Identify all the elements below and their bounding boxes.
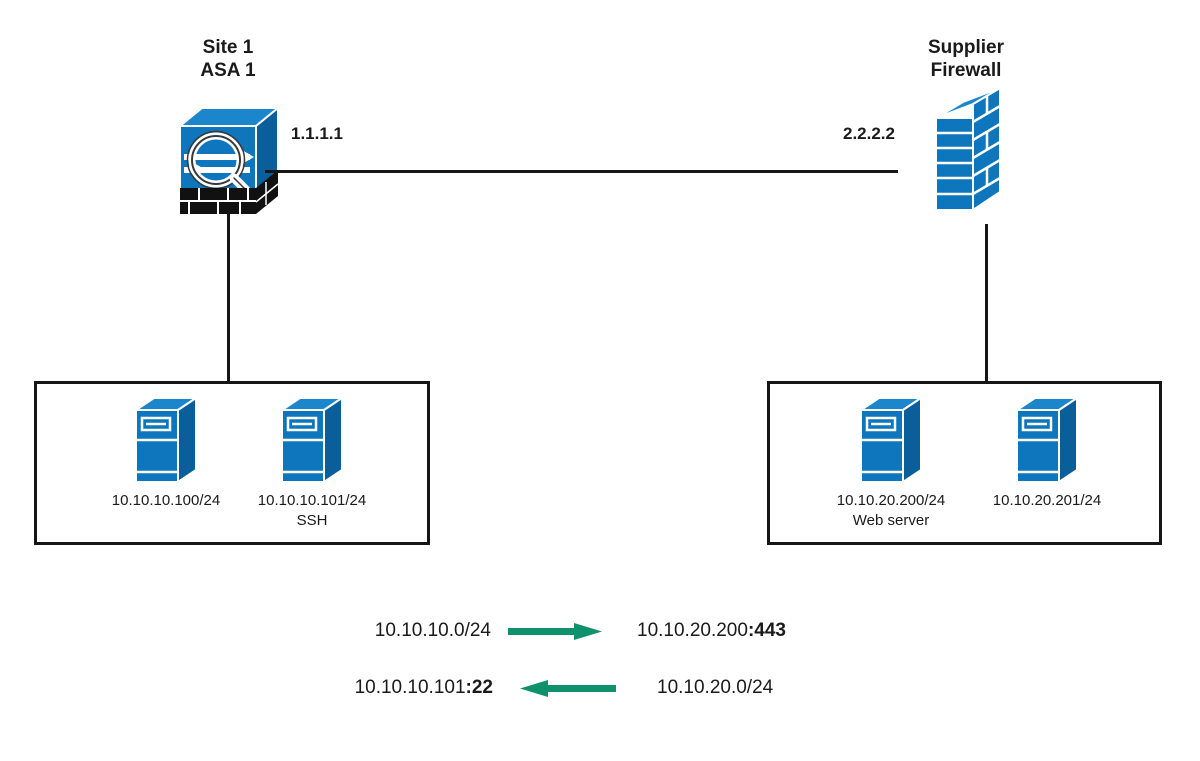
asa-title-line1: Site 1 <box>202 37 254 58</box>
server-icon[interactable] <box>857 396 925 488</box>
supplier-to-right-lan-link <box>985 224 988 382</box>
flow-2-destination-ip: 10.10.20.0/24 <box>657 677 774 698</box>
flow-1-destination-port: :443 <box>747 620 786 641</box>
flow-2-source: 10.10.10.101:22 <box>338 678 493 697</box>
left-host-2-ip: 10.10.10.101/24 <box>257 492 367 509</box>
flow-2-arrow-left-icon <box>510 679 616 699</box>
wan-link-line <box>265 170 898 173</box>
right-host-2-label: 10.10.20.201/24 <box>927 491 1167 511</box>
left-host-2-role: SSH <box>296 511 328 529</box>
asa-wan-ip-label: 1.1.1.1 <box>291 124 343 143</box>
flow-1-destination: 10.10.20.200:443 <box>637 621 786 640</box>
supplier-title-line1: Supplier <box>927 37 1004 58</box>
right-host-1-ip: 10.10.20.200/24 <box>836 492 946 509</box>
asa-title-line2: ASA 1 <box>200 60 256 82</box>
server-icon[interactable] <box>1013 396 1081 488</box>
supplier-node-title: Supplier Firewall <box>886 36 1046 82</box>
supplier-title-line2: Firewall <box>930 60 1002 82</box>
brick-wall-firewall-icon[interactable] <box>920 86 1006 232</box>
flow-2-source-port: :22 <box>465 677 493 698</box>
cisco-asa-firewall-icon[interactable] <box>176 104 282 218</box>
left-lan-boundary <box>34 381 430 545</box>
supplier-wan-ip-label: 2.2.2.2 <box>843 124 895 143</box>
server-icon[interactable] <box>132 396 200 488</box>
flow-2-destination: 10.10.20.0/24 <box>657 678 773 697</box>
right-lan-boundary <box>767 381 1162 545</box>
left-host-2-label: 10.10.10.101/24 SSH <box>192 491 432 530</box>
left-host-1-label: 10.10.10.100/24 <box>46 491 286 511</box>
left-host-1-ip: 10.10.10.100/24 <box>111 492 221 509</box>
asa-node-title: Site 1 ASA 1 <box>148 36 308 82</box>
flow-1-source: 10.10.10.0/24 <box>371 621 491 640</box>
server-icon[interactable] <box>278 396 346 488</box>
asa-to-left-lan-link <box>227 210 230 382</box>
flow-1-source-ip: 10.10.10.0/24 <box>374 620 491 641</box>
right-host-1-role: Web server <box>852 511 930 529</box>
right-host-2-ip: 10.10.20.201/24 <box>992 492 1102 509</box>
flow-1-arrow-right-icon <box>508 622 604 642</box>
flow-1-destination-ip: 10.10.20.200 <box>637 620 748 641</box>
flow-2-source-ip: 10.10.10.101 <box>354 677 466 698</box>
right-host-1-label: 10.10.20.200/24 Web server <box>771 491 1011 530</box>
